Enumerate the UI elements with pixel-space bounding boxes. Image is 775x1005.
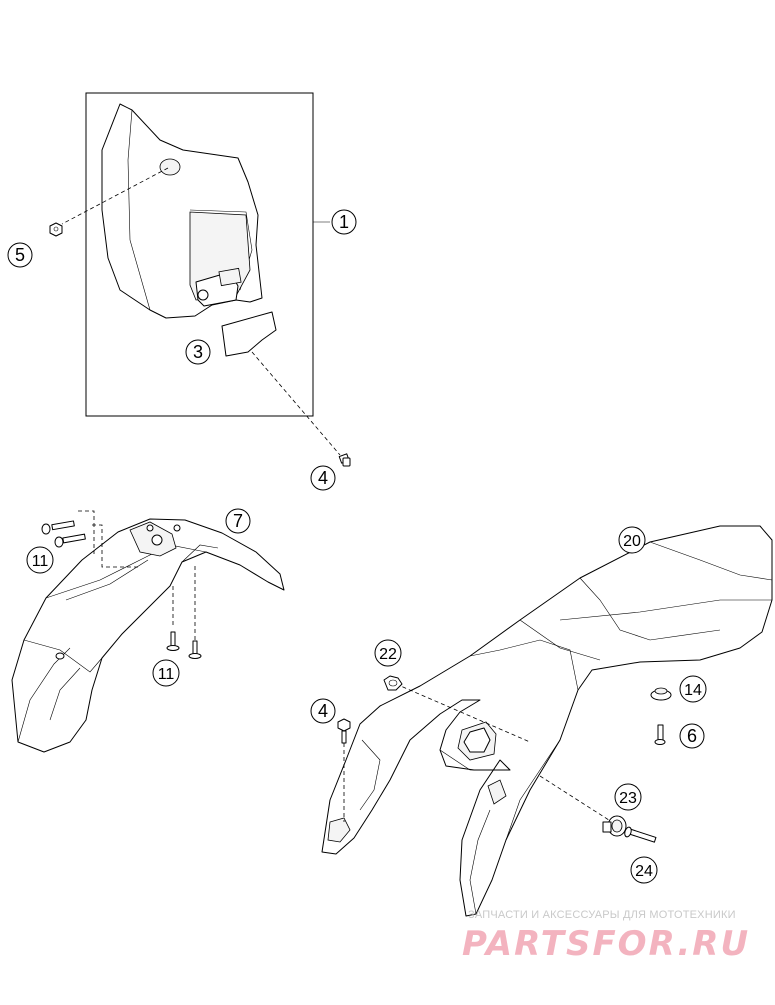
callout-5: 5 <box>7 242 33 268</box>
callout-22-label: 22 <box>379 646 397 663</box>
callout-3: 3 <box>185 339 211 365</box>
rear-fender-group <box>321 525 773 917</box>
callout-20: 20 <box>618 526 646 554</box>
callout-1-label: 1 <box>339 212 349 232</box>
callout-1: 1 <box>331 209 357 235</box>
front-fender-group <box>11 510 285 753</box>
callout-11-lower: 11 <box>152 659 180 687</box>
callout-4-lower: 4 <box>310 698 336 724</box>
callout-11-upper-label: 11 <box>32 553 49 570</box>
callout-24: 24 <box>630 856 658 884</box>
callout-4-upper-label: 4 <box>318 468 328 488</box>
callout-20-label: 20 <box>623 533 641 550</box>
callout-14: 14 <box>679 675 707 703</box>
bushing-23 <box>602 815 627 837</box>
callout-14-label: 14 <box>684 682 702 699</box>
bolt-4-lower <box>337 718 351 744</box>
callout-7: 7 <box>225 508 251 534</box>
callout-23-label: 23 <box>619 790 637 807</box>
callout-6: 6 <box>679 723 705 749</box>
bolt-11-lower-a <box>166 631 180 651</box>
callout-11-lower-label: 11 <box>158 666 175 683</box>
bolt-4-upper <box>338 453 351 467</box>
callout-3-label: 3 <box>193 342 203 362</box>
callout-4-upper: 4 <box>310 465 336 491</box>
bolt-11-upper-b <box>54 533 86 548</box>
nut-22 <box>383 675 403 691</box>
sticker <box>221 311 277 357</box>
bolt-24 <box>624 826 657 843</box>
grommet-14 <box>650 687 672 701</box>
assembly-box <box>85 92 314 417</box>
front-fender <box>11 518 285 753</box>
rear-fender <box>321 525 773 917</box>
callout-11-upper: 11 <box>26 546 54 574</box>
callout-23: 23 <box>614 783 642 811</box>
callout-22: 22 <box>374 639 402 667</box>
bolt-11-upper-a <box>41 520 75 535</box>
callout-5-label: 5 <box>15 245 25 265</box>
bolt-11-lower-b <box>188 640 202 659</box>
bolt-5 <box>49 222 63 237</box>
number-plate-group <box>49 92 351 467</box>
watermark-logo: PARTSFOR.RU <box>462 924 751 964</box>
callout-24-label: 24 <box>635 863 653 880</box>
watermark-tagline: ЗАПЧАСТИ И АКСЕССУАРЫ ДЛЯ МОТОТЕХНИКИ <box>468 909 736 921</box>
callout-4-lower-label: 4 <box>318 701 328 721</box>
callout-6-label: 6 <box>687 726 697 746</box>
callout-7-label: 7 <box>233 511 243 531</box>
screw-6 <box>654 724 666 745</box>
